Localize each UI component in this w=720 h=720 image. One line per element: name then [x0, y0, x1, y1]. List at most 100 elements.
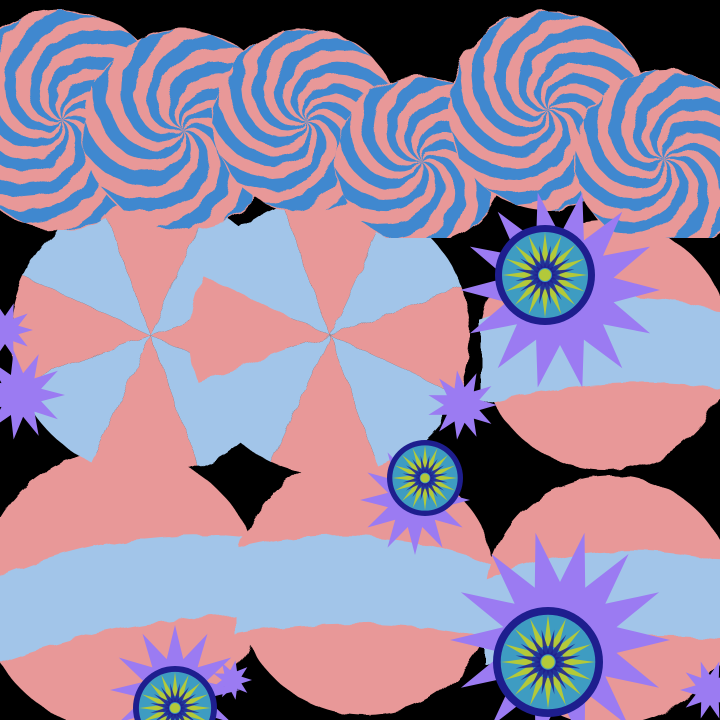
mandala-mid-right-core — [539, 269, 551, 281]
mandala-bottom-right-petal — [530, 675, 546, 706]
mandala-bottom-right-petal — [561, 664, 592, 680]
wedge-disc-right — [190, 194, 470, 476]
mandala-bottom-right-inner-petal — [541, 668, 550, 695]
mandala-mid-right-petal — [557, 258, 585, 273]
mandala-bottom-left-inner-petal — [173, 683, 180, 703]
starburst-small — [213, 660, 252, 700]
mandala-bottom-left-inner-petal — [154, 693, 172, 707]
swirl-disc-4-arm — [362, 78, 420, 172]
swirl-disc-6 — [575, 70, 720, 238]
mandala-bottom-left-petal — [142, 694, 165, 707]
mandala-bottom-right-inner-petal — [529, 666, 547, 690]
mandala-mid-right-inner-petal — [528, 279, 544, 300]
swirl-disc-4-arm — [385, 75, 456, 162]
swirl-disc-1-arm — [28, 29, 157, 122]
swirl-disc-2-arm — [93, 58, 184, 161]
mandala-bottom-center-petal — [426, 487, 438, 508]
swirl-disc-2-arm — [83, 119, 192, 186]
swirl-disc-layer — [0, 10, 720, 238]
swirl-disc-6-arm — [662, 121, 720, 160]
mandala-bottom-left-petal — [149, 682, 169, 702]
mandala-bottom-right-petal — [514, 628, 540, 654]
starburst-mid-center — [428, 370, 497, 440]
wedge-disc-left-wedge — [23, 203, 151, 335]
swirl-disc-3-arm — [274, 38, 373, 122]
swirl-disc-5-arm — [534, 51, 647, 126]
swirl-disc-3-arm — [220, 120, 327, 190]
mandala-bottom-right-inner-petal — [546, 668, 555, 695]
mandala-mid-right-petal — [559, 271, 588, 279]
mandala-bottom-center-petal — [395, 479, 416, 491]
wedge-disc-right-wedge — [330, 286, 470, 395]
starburst-corner — [680, 661, 720, 719]
mandala-bottom-right-inner-petal — [520, 643, 544, 661]
mandala-bottom-right-inner-petal — [529, 634, 547, 658]
mandala-bottom-left-inner-petal — [176, 687, 190, 705]
mandala-bottom-center-inner-petal — [426, 459, 438, 475]
mandala-bottom-right-petal — [543, 615, 553, 647]
mandala-bottom-right-petal — [550, 618, 566, 649]
mandala-bottom-left-petal — [185, 694, 208, 707]
swirl-disc-1-arm — [0, 115, 108, 224]
swirl-disc-4-arm — [420, 154, 466, 238]
mandala-bottom-left-inner-petal — [170, 683, 177, 703]
wedge-disc-right-wedge — [198, 335, 330, 462]
mandala-bottom-right-inner-petal — [515, 655, 542, 664]
mandala-bottom-center-petal — [434, 479, 455, 491]
mandala-bottom-right-petal — [550, 675, 566, 706]
swirl-disc-5-arm — [517, 27, 634, 112]
swirl-disc-5-arm — [449, 110, 570, 180]
mandala-mid-right-petal — [505, 277, 533, 292]
mandala-bottom-right-petal — [563, 657, 595, 667]
mandala-bottom-left-petal — [185, 709, 206, 720]
mandala-bottom-center-inner-petal — [423, 482, 430, 501]
mandala-bottom-right-petal — [530, 618, 546, 649]
mandala-bottom-center-inner-petal — [402, 473, 421, 480]
band-disc-bottom-left-band — [0, 535, 260, 663]
mandala-bottom-center-inner-petal — [429, 476, 448, 483]
swirl-disc-3-arm — [262, 115, 347, 212]
swirl-disc-5-arm — [472, 16, 549, 137]
mandala-bottom-left-petal — [144, 709, 165, 720]
swirl-disc-5-arm — [495, 10, 581, 121]
swirl-disc-2-arm — [121, 30, 183, 142]
starburst-edge — [0, 303, 33, 357]
mandala-bottom-center-inner-petal — [406, 479, 422, 491]
wedge-disc-left-wedge — [18, 335, 150, 462]
mandala-mid-right-petal — [552, 282, 576, 306]
swirl-disc-5-arm — [449, 61, 556, 157]
mandala-bottom-center-inner-petal — [428, 465, 444, 477]
mandala-mid-right-petal — [528, 235, 543, 263]
mandala-bottom-left-petal — [176, 675, 189, 698]
mandala-bottom-right-core — [541, 655, 555, 669]
mandala-bottom-left-inner-petal — [180, 703, 200, 710]
mandala-bottom-left-inner-petal — [165, 711, 174, 720]
mandala-bottom-center-petal — [422, 445, 428, 467]
mandala-bottom-right-inner-petal — [549, 634, 567, 658]
swirl-disc-3-arm — [229, 42, 306, 146]
swirl-disc-2-arm — [100, 130, 209, 213]
mandala-mid-right-inner-petal — [549, 258, 570, 274]
swirl-disc-3-arm — [213, 92, 312, 167]
mandala-bottom-left-petal — [171, 672, 179, 696]
mandala-mid-right-petal — [557, 277, 585, 292]
mandala-bottom-center-petal — [392, 475, 414, 481]
wedge-disc-left-wedge — [90, 335, 199, 475]
swirl-disc-6-arm — [575, 150, 673, 210]
wedge-disc-right-wedge — [203, 203, 330, 335]
mandala-bottom-left-inner-petal — [150, 706, 170, 713]
mandala-bottom-center-inner-petal — [423, 455, 430, 474]
mandala-mid-right-petal — [552, 244, 576, 268]
swirl-disc-4-arm — [337, 111, 421, 189]
mandala-bottom-center-inner-petal — [412, 481, 424, 497]
swirl-disc-1-arm — [4, 10, 98, 132]
mandala-bottom-center-petal — [426, 448, 438, 469]
swirl-disc-1-arm — [0, 120, 86, 197]
mandala-mid-right-inner-petal — [551, 269, 575, 277]
swirl-disc-4-arm — [335, 160, 428, 212]
mandala-bottom-left — [133, 666, 217, 720]
mandala-bottom-center-inner-petal — [402, 476, 421, 483]
wedge-disc-right-wedge — [281, 194, 390, 335]
mandala-bottom-center-inner-petal — [428, 479, 444, 491]
